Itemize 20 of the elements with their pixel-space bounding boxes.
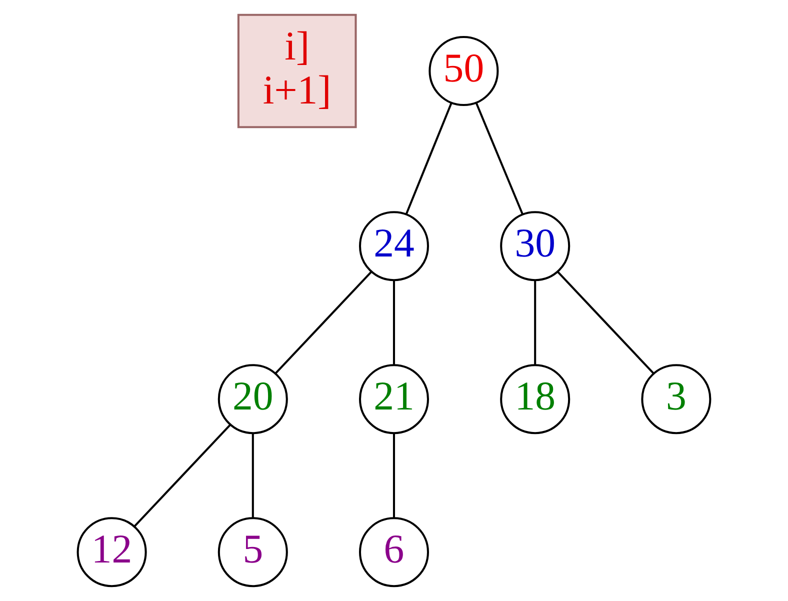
node-circle: 18 — [500, 364, 570, 434]
connector — [274, 271, 372, 374]
node-circle: 3 — [641, 364, 712, 434]
node-circle: 12 — [76, 517, 147, 588]
connector — [392, 280, 396, 365]
node-circle: 6 — [358, 517, 430, 588]
connector — [476, 103, 524, 214]
connector — [392, 433, 396, 518]
connector — [252, 433, 254, 518]
node-circle: 50 — [428, 36, 499, 106]
connector — [134, 424, 231, 528]
node-circle: 21 — [358, 364, 430, 434]
connector — [405, 103, 452, 214]
node-circle: 30 — [500, 211, 570, 282]
connector — [534, 280, 536, 365]
connector — [557, 271, 654, 374]
node-box: i] i+1] — [237, 14, 357, 128]
node-circle: 24 — [358, 211, 430, 282]
node-circle: 20 — [218, 364, 288, 434]
node-circle: 5 — [218, 517, 288, 588]
